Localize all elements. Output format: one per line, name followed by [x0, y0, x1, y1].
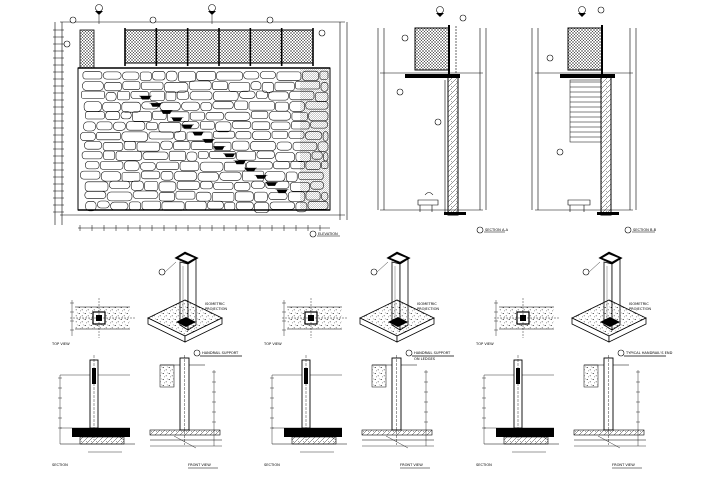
- stair-tread: [254, 174, 268, 179]
- stair-tread: [191, 131, 205, 136]
- elevation-title: ELEVATION: [309, 230, 340, 238]
- top-view: [282, 298, 347, 338]
- section-b-title: SECTION B-B: [624, 226, 657, 234]
- section-a-steps: [417, 192, 439, 212]
- isometric-label: ISOMETRIC: [417, 302, 437, 306]
- top-view: [494, 298, 559, 338]
- stone-wall: [77, 67, 331, 213]
- detail-title: HANDRAIL SUPPORT: [414, 351, 451, 355]
- section-view: [58, 355, 135, 453]
- isometric-label: ISOMETRIC: [629, 302, 649, 306]
- detail-title: TYPICAL HANDRAIL'S END: [625, 351, 673, 355]
- stair-tread: [275, 189, 289, 194]
- railing-panels: [79, 28, 314, 76]
- stair-tread: [149, 102, 163, 107]
- stair-treads: [139, 95, 289, 194]
- projection-label: PROJECTION: [629, 307, 651, 311]
- front-view-label: FRONT VIEW: [188, 463, 211, 467]
- section-label: SECTION: [476, 463, 492, 467]
- front-view-label: FRONT VIEW: [612, 463, 635, 467]
- elevation-view: ELEVATION: [53, 4, 348, 238]
- projection-label: PROJECTION: [205, 307, 227, 311]
- elevation-dimension-lines: [54, 21, 348, 229]
- section-view: [270, 355, 347, 453]
- section-marker-top-2: [208, 4, 216, 24]
- section-marker-top-1: [95, 4, 103, 24]
- elevation-ticks: [53, 29, 321, 231]
- detail-subtitle: ON LEDGES: [414, 357, 436, 361]
- section-b-title-text: SECTION B-B: [633, 228, 657, 232]
- stair-tread: [170, 117, 184, 122]
- section-b-stair-lines: [569, 79, 602, 143]
- front-view: [573, 355, 646, 449]
- stair-tread: [233, 160, 247, 165]
- isometric-post: [571, 251, 647, 343]
- elevation-title-text: ELEVATION: [318, 232, 338, 236]
- isometric-post: [147, 251, 223, 343]
- front-view: [149, 355, 222, 449]
- front-view: [361, 355, 434, 449]
- section-label: SECTION: [52, 463, 68, 467]
- detail-title: HANDRAIL SUPPORT: [202, 351, 239, 355]
- section-a-title-text: SECTION A-A: [485, 228, 509, 232]
- section-a-marker: [396, 6, 467, 126]
- top-view-label: TOP VIEW: [51, 342, 70, 346]
- top-view-label: TOP VIEW: [263, 342, 282, 346]
- top-view: [70, 298, 135, 338]
- stair-tread: [160, 110, 173, 114]
- section-label: SECTION: [264, 463, 280, 467]
- section-a-title: SECTION A-A: [476, 226, 509, 234]
- section-view: [482, 355, 559, 453]
- isometric-post: [359, 251, 435, 343]
- callout-marker-1: [63, 16, 326, 48]
- stair-tread: [202, 138, 215, 143]
- section-b-view: SECTION B-B: [531, 6, 657, 234]
- stair-tread: [181, 124, 194, 129]
- front-view-label: FRONT VIEW: [400, 463, 423, 467]
- section-a-view: SECTION A-A: [377, 6, 509, 234]
- stair-tread: [244, 167, 257, 172]
- stair-tread: [265, 182, 278, 186]
- isometric-label: ISOMETRIC: [205, 302, 225, 306]
- top-view-label: TOP VIEW: [475, 342, 494, 346]
- projection-label: PROJECTION: [417, 307, 439, 311]
- section-b-marker: [546, 6, 605, 156]
- stair-tread: [139, 95, 152, 100]
- stair-tread: [212, 146, 226, 150]
- stair-tread: [223, 153, 236, 158]
